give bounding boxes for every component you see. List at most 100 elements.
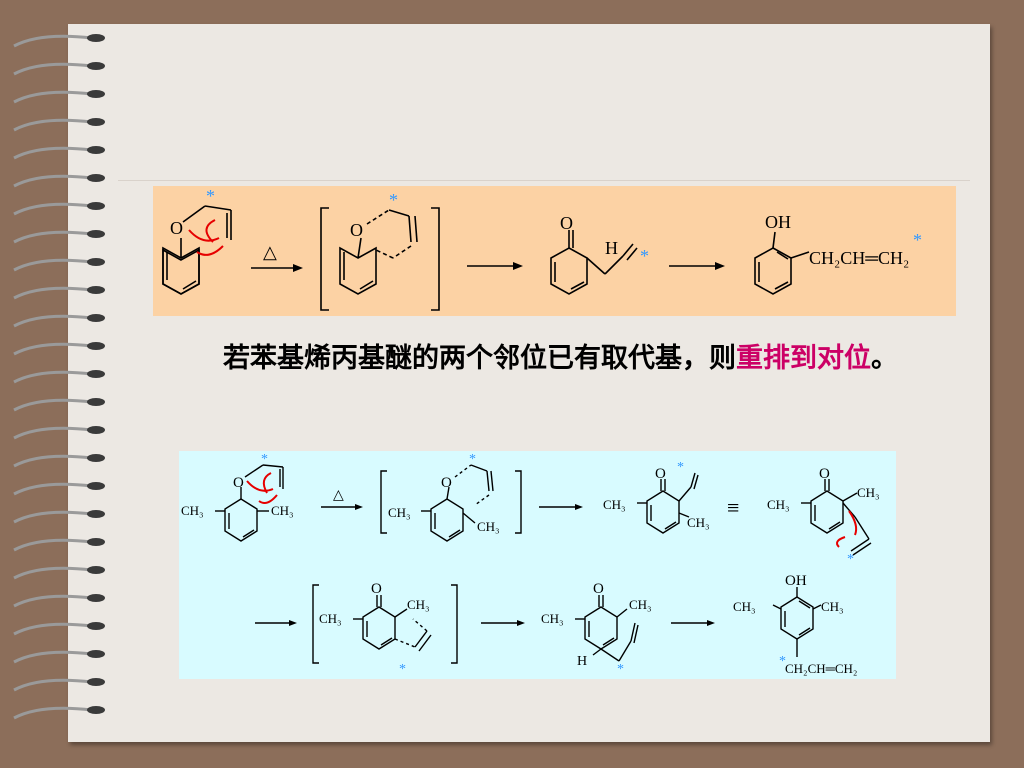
spiral-hole xyxy=(87,566,105,574)
methyl-label: CH₃ xyxy=(733,599,756,614)
spiral-hole xyxy=(87,258,105,266)
spiral-coil xyxy=(13,622,93,636)
equivalence-symbol: ≡ xyxy=(727,495,739,520)
spiral-hole xyxy=(87,454,105,462)
divider-line xyxy=(118,180,970,181)
reaction-scheme-para: O CH₃ CH₃ * △ O CH₃ CH₃ xyxy=(179,451,896,679)
curved-arrow xyxy=(836,536,846,548)
reaction-scheme-ortho: O * △ O * xyxy=(153,186,956,316)
atom-H: H xyxy=(605,238,618,258)
atom-O: O xyxy=(233,475,244,491)
reactant-dimethyl-ether: O CH₃ CH₃ * xyxy=(181,452,294,542)
product-para-allylphenol: OH CH₃ CH₃ CH₂CH═CH₂ * xyxy=(733,573,857,676)
methyl-label: CH₃ xyxy=(388,505,411,520)
spiral-coil xyxy=(13,706,93,720)
spiral-coil xyxy=(13,90,93,104)
spiral-coil xyxy=(13,678,93,692)
curved-arrow xyxy=(246,480,274,492)
dienone-intermediate-3: O H CH₃ CH₃ * xyxy=(541,581,652,677)
spiral-coil xyxy=(13,62,93,76)
spiral-coil xyxy=(13,258,93,272)
spiral-binding xyxy=(13,34,105,720)
spiral-hole xyxy=(87,510,105,518)
methyl-label: CH₃ xyxy=(603,497,626,512)
isotope-mark: * xyxy=(779,654,786,669)
spiral-hole xyxy=(87,314,105,322)
spiral-coil xyxy=(13,398,93,412)
methyl-label: CH₃ xyxy=(477,519,500,534)
spiral-hole xyxy=(87,426,105,434)
atom-O: O xyxy=(819,466,830,482)
spiral-coil xyxy=(13,174,93,188)
spiral-hole xyxy=(87,398,105,406)
isotope-mark: * xyxy=(913,230,922,250)
atom-H: H xyxy=(577,654,587,669)
atom-O: O xyxy=(170,218,183,238)
isotope-mark: * xyxy=(389,190,398,210)
spiral-hole xyxy=(87,342,105,350)
spiral-hole xyxy=(87,482,105,490)
spiral-coil xyxy=(13,566,93,580)
curved-arrow xyxy=(258,494,278,504)
methyl-label: CH₃ xyxy=(857,485,880,500)
curved-arrow xyxy=(188,229,220,242)
spiral-coil xyxy=(13,230,93,244)
methyl-label: CH₃ xyxy=(821,599,844,614)
transition-state-1: O CH₃ CH₃ * xyxy=(380,452,522,542)
spiral-coil xyxy=(13,594,93,608)
spiral-hole xyxy=(87,594,105,602)
allyl-chain-label: CH₂CH═CH₂ xyxy=(809,248,909,268)
spiral-hole xyxy=(87,90,105,98)
text-main: 若苯基烯丙基醚的两个邻位已有取代基，则 xyxy=(223,343,736,374)
atom-O: O xyxy=(593,581,604,597)
isotope-mark: * xyxy=(617,662,624,677)
spiral-coil xyxy=(13,510,93,524)
atom-O: O xyxy=(371,581,382,597)
spiral-coil xyxy=(13,650,93,664)
methyl-label: CH₃ xyxy=(271,503,294,518)
atom-O: O xyxy=(655,466,666,482)
spiral-hole xyxy=(87,538,105,546)
reactant-allyl-phenyl-ether: O * xyxy=(162,186,232,295)
atom-O: O xyxy=(441,475,452,491)
spiral-coil xyxy=(13,370,93,384)
spiral-coil xyxy=(13,34,93,48)
heat-symbol: △ xyxy=(333,488,344,503)
spiral-coil xyxy=(13,454,93,468)
isotope-mark: * xyxy=(399,662,406,677)
methyl-label: CH₃ xyxy=(319,611,342,626)
transition-state: O * xyxy=(320,190,440,311)
methyl-label: CH₃ xyxy=(629,597,652,612)
spiral-coil xyxy=(13,146,93,160)
methyl-label: CH₃ xyxy=(687,515,710,530)
isotope-mark: * xyxy=(261,452,268,467)
transition-state-2: O CH₃ CH₃ * xyxy=(312,581,458,677)
spiral-hole xyxy=(87,34,105,42)
curved-arrow xyxy=(262,472,272,494)
isotope-mark: * xyxy=(206,186,215,206)
spiral-coil xyxy=(13,202,93,216)
spiral-hole xyxy=(87,286,105,294)
spiral-hole xyxy=(87,174,105,182)
spiral-coil xyxy=(13,118,93,132)
curved-arrow xyxy=(848,510,858,536)
spiral-hole xyxy=(87,202,105,210)
product-o-allylphenol: OH CH₂CH═CH₂ * xyxy=(754,212,922,295)
heat-symbol: △ xyxy=(263,242,277,262)
methyl-label: CH₃ xyxy=(541,611,564,626)
methyl-label: CH₃ xyxy=(181,503,204,518)
dienone-intermediate-1: O CH₃ CH₃ * xyxy=(603,460,710,534)
spiral-hole xyxy=(87,62,105,70)
isotope-mark: * xyxy=(847,552,854,567)
spiral-hole xyxy=(87,622,105,630)
isotope-mark: * xyxy=(640,246,649,266)
hydroxyl-label: OH xyxy=(765,212,791,232)
spiral-hole xyxy=(87,650,105,658)
spiral-hole xyxy=(87,706,105,714)
spiral-hole xyxy=(87,230,105,238)
text-end: 。 xyxy=(871,343,898,374)
spiral-hole xyxy=(87,146,105,154)
spiral-coil xyxy=(13,482,93,496)
spiral-coil xyxy=(13,538,93,552)
isotope-mark: * xyxy=(677,460,684,475)
